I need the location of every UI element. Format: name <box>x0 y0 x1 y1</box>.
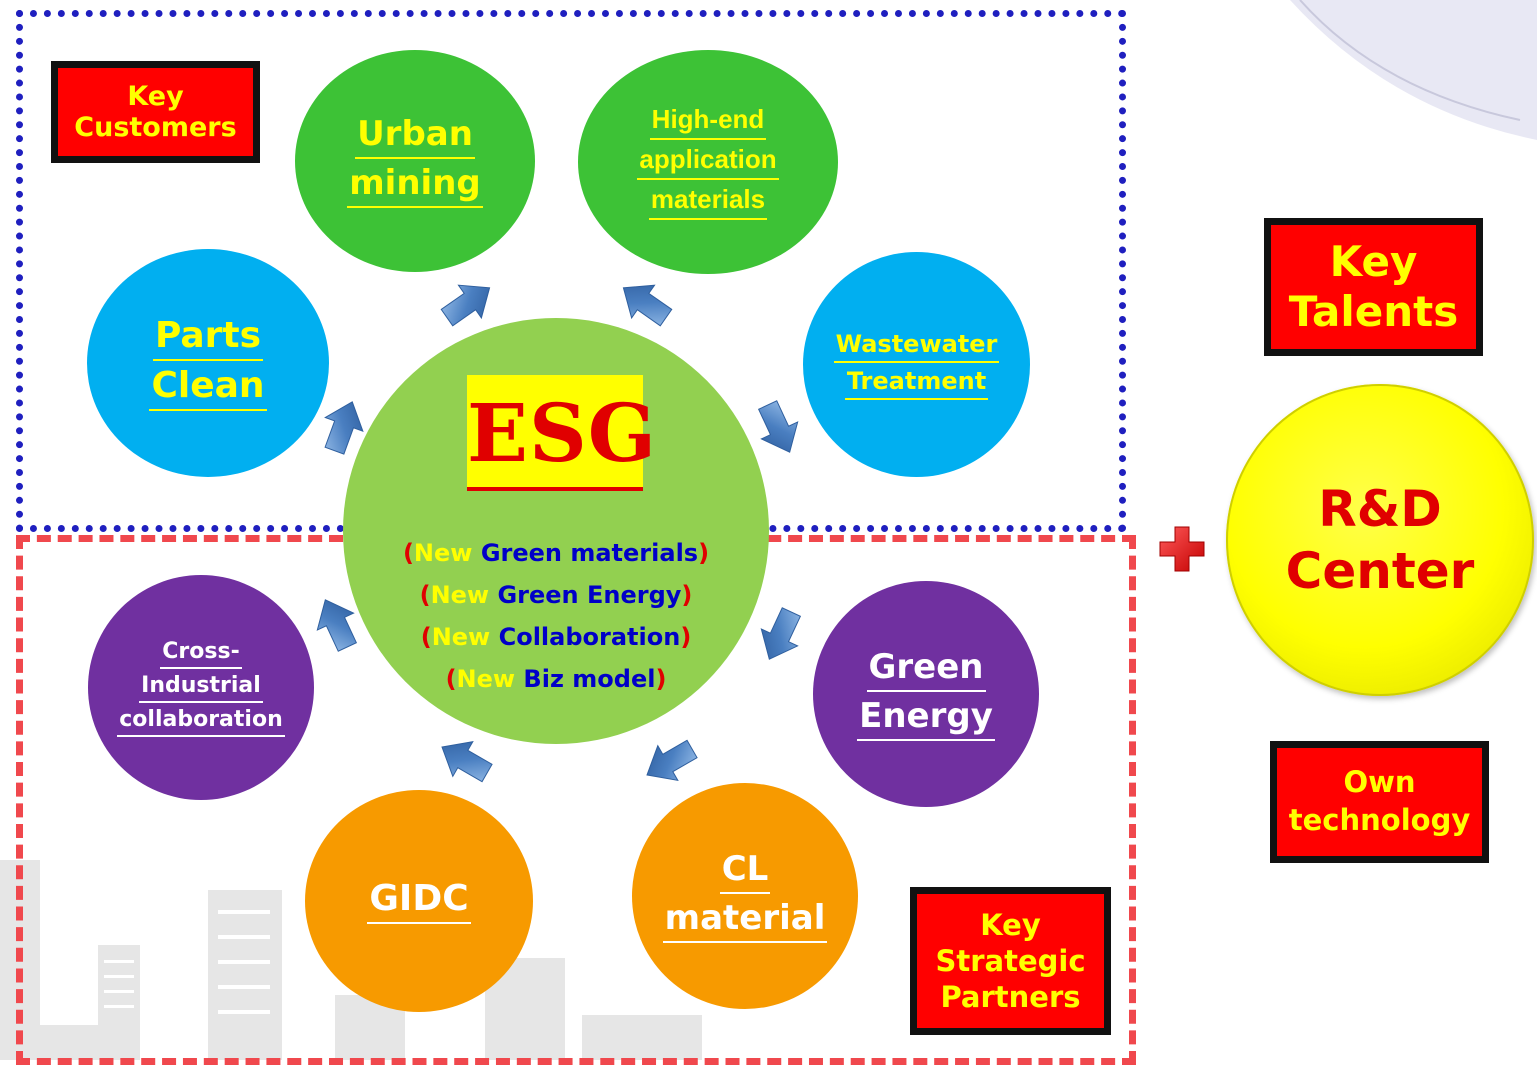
esg-line-green-materials: (New Green materials) <box>402 539 710 567</box>
high-end-materials-node: High-end application materials <box>578 50 838 274</box>
own-technology-label: Own technology <box>1270 741 1489 863</box>
arrow-urban-mining <box>440 284 491 327</box>
parts-clean-node: Parts Clean <box>87 249 329 477</box>
esg-line-collaboration: (New Collaboration) <box>420 623 692 651</box>
wastewater-treatment-node: Wastewater Treatment <box>803 252 1030 477</box>
arrow-green-energy <box>760 607 802 660</box>
arrow-cl-material <box>646 739 698 781</box>
key-strategic-partners-label: Key Strategic Partners <box>910 887 1111 1035</box>
esg-line-biz-model: (New Biz model) <box>445 665 667 693</box>
plus-icon <box>1159 526 1205 572</box>
green-energy-node: Green Energy <box>813 581 1039 807</box>
cross-industrial-collaboration-node: Cross- Industrial collaboration <box>88 575 314 800</box>
esg-line-green-energy: (New Green Energy) <box>419 581 693 609</box>
arrow-cross-industrial <box>316 599 358 652</box>
rd-center-line-1: R&D <box>1318 480 1442 538</box>
cl-material-node: CL material <box>632 783 858 1009</box>
arrow-parts-clean <box>324 401 364 455</box>
esg-title: ESG <box>467 375 656 491</box>
key-customers-label: Key Customers <box>51 61 260 163</box>
gidc-node: GIDC <box>305 790 533 1012</box>
arrow-gidc <box>441 741 493 783</box>
urban-mining-node: Urban mining <box>295 50 535 272</box>
arrow-wastewater <box>757 400 799 453</box>
key-talents-label: Key Talents <box>1264 218 1483 356</box>
esg-new-items: (New Green materials) (New Green Energy)… <box>343 532 769 700</box>
rd-center-circle: R&D Center <box>1226 384 1534 696</box>
arrow-high-end <box>622 284 673 327</box>
connector-arrows <box>316 284 802 783</box>
rd-center-line-2: Center <box>1285 542 1475 600</box>
